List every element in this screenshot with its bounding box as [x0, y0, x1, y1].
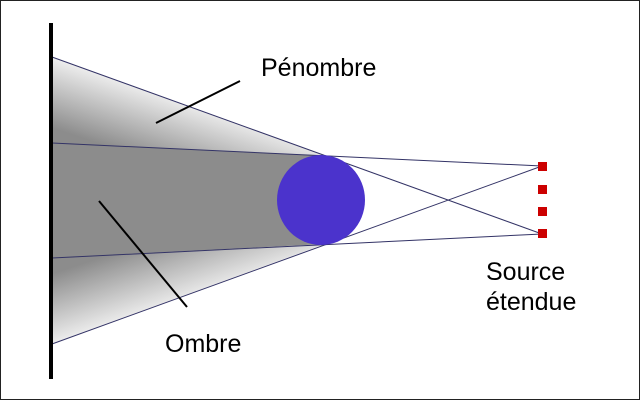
umbra-region [52, 143, 325, 258]
source-point [538, 162, 547, 171]
source-point [538, 207, 547, 216]
light-rays [51, 56, 543, 345]
ray [51, 233, 543, 259]
source-label-line2: étendue [486, 288, 577, 316]
penumbra-label: Pénombre [261, 54, 377, 82]
obstacle-sphere [277, 155, 365, 245]
penumbra-leader-line [155, 80, 241, 124]
source-point [538, 185, 547, 194]
umbra-label: Ombre [165, 330, 242, 358]
source-label-line1: Source [486, 258, 566, 286]
extended-source [538, 162, 547, 238]
umbra-leader-line [98, 200, 188, 308]
ray [51, 56, 543, 235]
ray [51, 165, 543, 345]
source-point [538, 229, 547, 238]
ray [51, 142, 543, 167]
